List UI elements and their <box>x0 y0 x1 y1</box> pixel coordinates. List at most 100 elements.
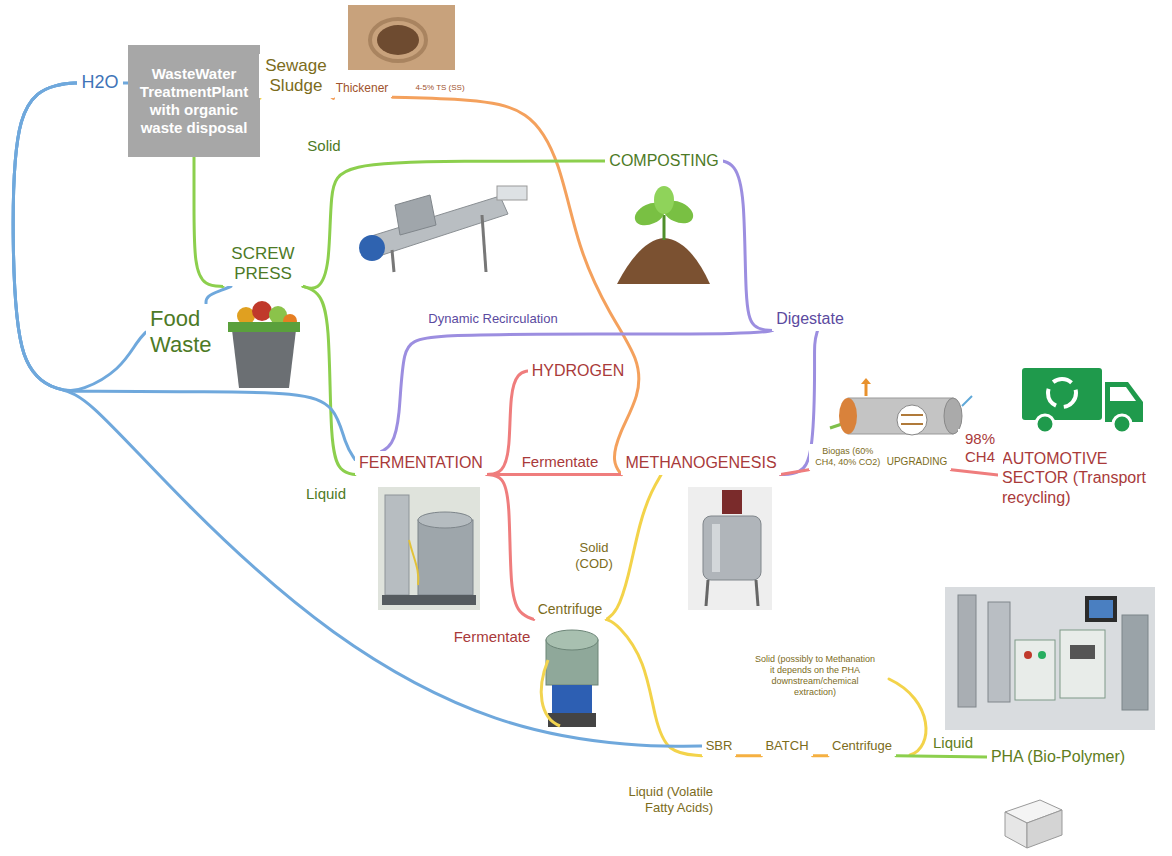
node-text: Biogas (60% CH4, 40% CO2) <box>813 446 883 468</box>
sludge-photo <box>348 5 455 70</box>
compost-plant <box>617 186 710 284</box>
node-text: Centrifuge <box>538 601 603 618</box>
food-waste-node: Food Waste <box>146 304 226 361</box>
edge-label: Liquid <box>303 484 349 504</box>
main-tank <box>418 520 473 595</box>
small-tank <box>385 495 409 595</box>
upgrading-node: Biogas (60% CH4, 40% CO2) UPGRADING <box>809 444 952 470</box>
node-text: FERMENTATION <box>359 453 483 472</box>
display <box>1070 645 1095 659</box>
automotive-node: AUTOMOTIVE SECTOR (Transport recycling) <box>998 447 1166 509</box>
centrifuge-lid <box>546 630 598 650</box>
control-box <box>1015 640 1055 700</box>
truck-window <box>1110 387 1136 401</box>
node-text: Digestate <box>776 309 844 328</box>
plant-stem <box>663 215 666 240</box>
node-text: AUTOMOTIVE SECTOR (Transport recycling) <box>1002 449 1162 507</box>
node-text: WasteWater TreatmentPlant with organic w… <box>134 65 254 137</box>
screw-press-node: SCREW PRESS <box>223 242 303 287</box>
press-outlet <box>497 186 527 200</box>
edge-label: Solid (COD) <box>569 539 619 572</box>
control-box <box>1060 630 1105 698</box>
tank-base <box>382 595 476 605</box>
bioplastic-box <box>1005 800 1062 848</box>
pha-node: PHA (Bio-Polymer) <box>987 745 1129 768</box>
centrifuge-node: Centrifuge <box>534 599 607 620</box>
gas-arrow <box>865 382 868 396</box>
upgrading-membrane <box>830 378 972 435</box>
food-bin <box>228 301 300 388</box>
button <box>1024 651 1032 659</box>
plant-leaf <box>654 186 674 214</box>
sludge-rim <box>370 19 426 61</box>
node-text: METHANOGENESIS <box>625 453 776 472</box>
node-text: SCREW PRESS <box>227 244 299 285</box>
box-side <box>1005 812 1027 848</box>
truck-box <box>1022 368 1102 420</box>
truck-icon <box>1022 368 1143 433</box>
pha-plant-photo <box>945 587 1155 730</box>
product-line <box>962 396 972 406</box>
bin-bag <box>228 322 300 332</box>
box-front <box>1027 810 1062 848</box>
node-text: HYDROGEN <box>532 361 624 380</box>
flow-line <box>723 161 773 331</box>
membrane-zoom <box>897 405 927 435</box>
thickener-node: Thickener <box>332 79 393 97</box>
column <box>988 602 1010 702</box>
node-text: PHA (Bio-Polymer) <box>991 747 1125 766</box>
fermentation-photo <box>378 487 480 610</box>
node-text: SBR <box>706 738 733 754</box>
edge-label: Solid <box>304 136 343 156</box>
node-text: UPGRADING <box>887 456 948 468</box>
recycle-symbol <box>1048 379 1076 407</box>
photo-ground <box>688 487 772 610</box>
flow-line <box>13 83 701 746</box>
flow-line <box>487 475 534 620</box>
tank-dome <box>418 512 472 528</box>
hydrogen-node: HYDROGEN <box>528 359 628 382</box>
truck-wheel <box>1036 415 1054 433</box>
flow-line <box>13 83 146 391</box>
node-text: BATCH <box>765 738 808 754</box>
reactor-motor <box>722 490 742 514</box>
edge-label: 4-5% TS (SS) <box>412 82 467 94</box>
edge-label: Liquid (Volatile Fatty Acids) <box>620 783 716 816</box>
column <box>958 595 976 707</box>
batch-node: BATCH <box>761 736 812 756</box>
fruit <box>252 301 272 321</box>
node-text: H2O <box>81 72 118 94</box>
photo-ground <box>378 487 480 610</box>
flow-line <box>813 754 828 757</box>
truck-wheel <box>1113 415 1131 433</box>
sludge-ground <box>348 5 455 70</box>
water-label: H2O <box>77 70 122 96</box>
reactor-leg <box>706 580 708 606</box>
membrane-body <box>848 398 953 434</box>
edge-label: 98% CH4 <box>958 429 1003 467</box>
fermentation-node: FERMENTATION <box>355 451 487 474</box>
digestate-node: Digestate <box>772 307 848 330</box>
membrane-fibre <box>901 414 923 416</box>
centrifuge-node: Centrifuge <box>828 736 896 756</box>
monitor <box>1085 596 1117 622</box>
plant-box: WasteWater TreatmentPlant with organic w… <box>128 45 260 157</box>
membrane-inlet <box>839 398 857 434</box>
flow-line <box>736 754 761 757</box>
screw-press-photo <box>359 186 527 272</box>
node-text: Sewage Sludge <box>263 56 330 97</box>
note-label: Solid (possibly to Methanation it depend… <box>750 653 880 698</box>
centrifuge-motor <box>552 685 592 713</box>
methanogenesis-node: METHANOGENESIS <box>621 451 780 474</box>
membrane-fibre <box>901 423 923 425</box>
flow-line <box>392 97 639 474</box>
press-hopper <box>395 195 436 235</box>
edge-label: Liquid <box>930 733 976 753</box>
press-leg <box>392 250 394 272</box>
press-motor <box>359 235 385 261</box>
edge-label: Fermentate <box>451 627 534 647</box>
soil-mound <box>617 238 710 284</box>
edge-label: Dynamic Recirculation <box>425 310 560 328</box>
composting-node: COMPOSTING <box>605 149 722 172</box>
